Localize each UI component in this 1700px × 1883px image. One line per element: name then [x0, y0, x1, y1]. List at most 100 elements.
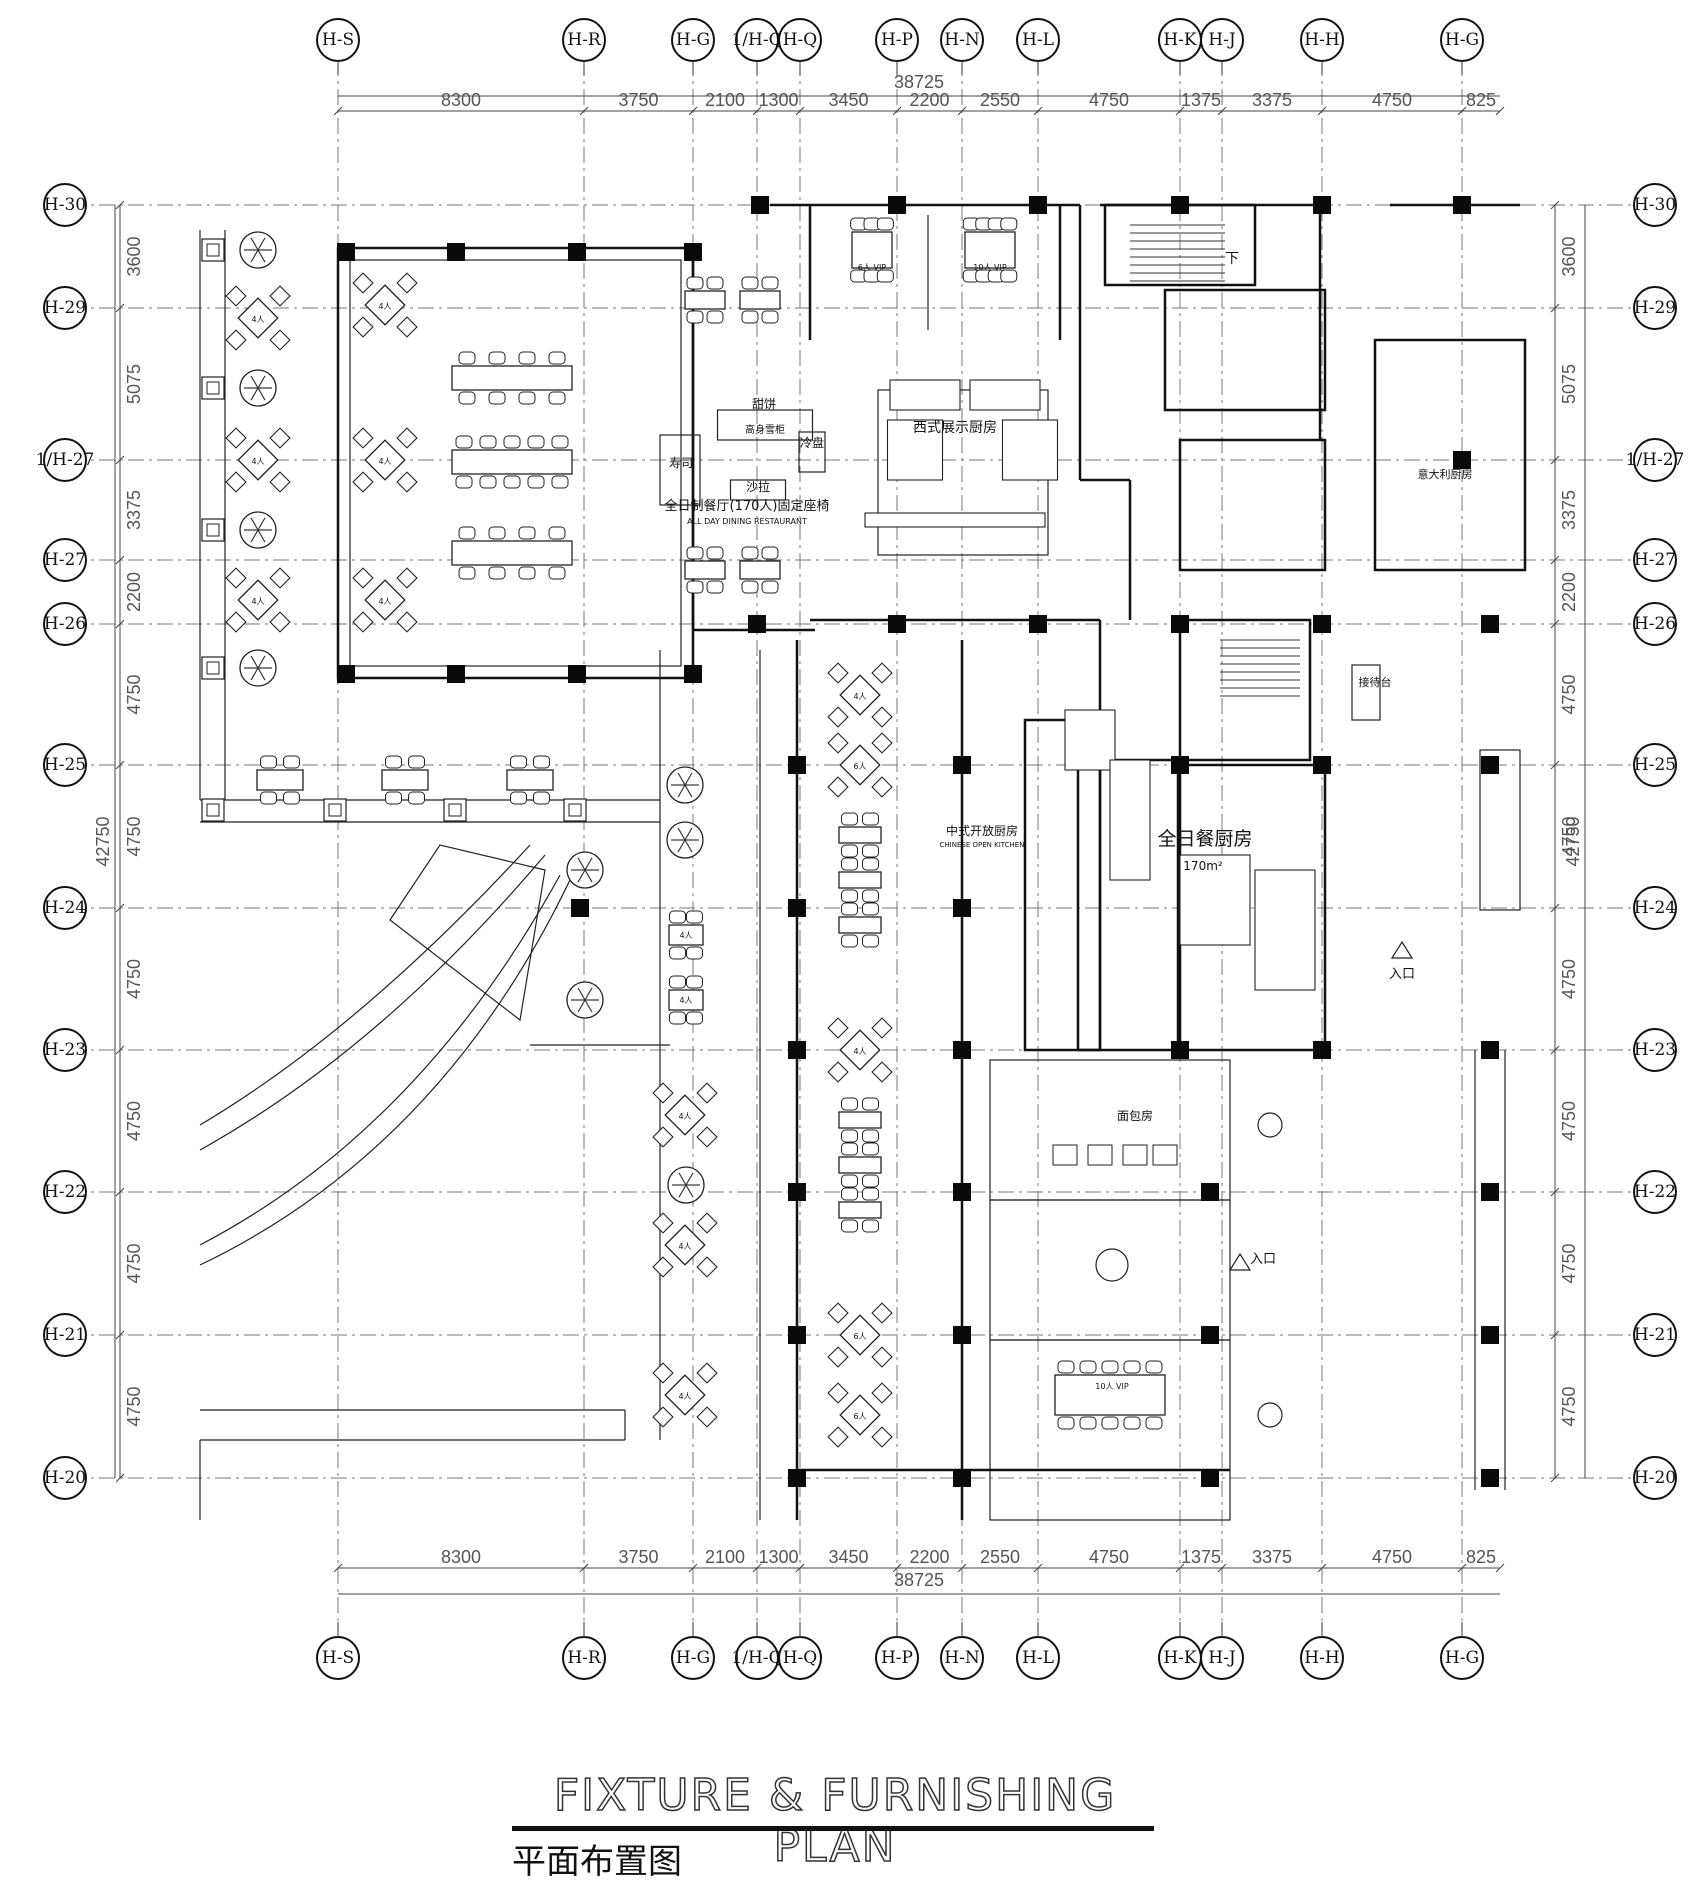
structural-column [953, 1469, 971, 1487]
kitchen-equipment [1001, 419, 1059, 481]
dim-segment-vertical: 4750 [1559, 816, 1579, 856]
entrance-arrow-icon [1390, 940, 1414, 959]
kitchen-equipment [1064, 709, 1116, 771]
dim-segment-horizontal: 3750 [618, 90, 658, 110]
dim-tick [1217, 1563, 1227, 1573]
dim-segment-horizontal: 825 [1466, 1547, 1496, 1567]
terrace-pier [443, 798, 467, 822]
dim-tick [1457, 1563, 1467, 1573]
dim-segment-horizontal: 3750 [618, 1547, 658, 1567]
label-vip-10b: 10人 VIP [1095, 1382, 1129, 1391]
grid-bubble-col-top: H-R [562, 18, 606, 62]
structural-column [447, 243, 465, 261]
svg-text:H-L: H-L [1022, 1648, 1054, 1668]
structural-column [748, 615, 766, 633]
svg-text:H-30: H-30 [44, 195, 86, 215]
svg-text:H-22: H-22 [44, 1182, 86, 1202]
dim-tick [795, 106, 805, 116]
grid-bubble-col-bottom: H-K [1158, 1636, 1202, 1680]
terrace-pier [201, 518, 225, 542]
structural-column [788, 1326, 806, 1344]
rect-table [1054, 1360, 1166, 1430]
structural-column [1029, 196, 1047, 214]
rect-table [838, 1187, 882, 1233]
rect-table [256, 755, 304, 805]
svg-text:H-R: H-R [567, 30, 602, 50]
dim-segment-vertical: 4750 [124, 1386, 144, 1426]
seat-count-label: 4人 [679, 931, 692, 940]
grid-bubble-row-right: H-25 [1633, 743, 1677, 787]
dim-segment-vertical: 4750 [1559, 674, 1579, 714]
planter [239, 649, 277, 687]
dim-tick [957, 1563, 967, 1573]
svg-text:1/H-27: 1/H-27 [36, 450, 95, 470]
structural-column [568, 243, 586, 261]
grid-bubble-row-right: 1/H-27 [1626, 438, 1685, 482]
structural-column [1313, 1041, 1331, 1059]
label-all-day-kitchen: 全日餐厨房 [1157, 828, 1252, 850]
dim-tick [1175, 106, 1185, 116]
dim-tick [1550, 1473, 1560, 1483]
four-seat-table: 4人 [827, 1017, 893, 1083]
dim-tick [892, 1563, 902, 1573]
svg-text:1/H-27: 1/H-27 [1626, 450, 1685, 470]
dim-segment-horizontal: 3450 [828, 90, 868, 110]
four-seat-table: 6人 [827, 732, 893, 798]
rect-table [838, 857, 882, 903]
dim-tick [688, 106, 698, 116]
dim-tick [115, 1045, 125, 1055]
terrace-pier [201, 238, 225, 262]
kitchen-equipment [886, 419, 944, 481]
planter [239, 231, 277, 269]
dim-tick [752, 1563, 762, 1573]
seat-count-label: 4人 [678, 1392, 691, 1401]
structural-column [1201, 1326, 1219, 1344]
seat-count-label: 4人 [251, 597, 264, 606]
svg-text:H-24: H-24 [1634, 898, 1676, 918]
seat-count-label: 4人 [251, 457, 264, 466]
svg-text:H-27: H-27 [44, 550, 86, 570]
dim-overall-horizontal: 38725 [894, 72, 944, 92]
seat-count-label: 4人 [678, 1112, 691, 1121]
buffet-counter [798, 431, 826, 473]
label-all-day-dining-en: ALL DAY DINING RESTAURANT [687, 517, 807, 526]
dim-tick [115, 200, 125, 210]
dim-tick [115, 555, 125, 565]
grid-bubble-col-top: H-J [1200, 18, 1244, 62]
structural-column [447, 665, 465, 683]
structural-column [788, 1469, 806, 1487]
svg-text:H-20: H-20 [44, 1468, 86, 1488]
svg-text:H-G: H-G [676, 30, 710, 50]
four-seat-table: 4人 [352, 272, 418, 338]
four-seat-table: 4人 [652, 1212, 718, 1278]
dim-segment-horizontal: 8300 [441, 1547, 481, 1567]
buffet-counter [659, 434, 701, 506]
kitchen-equipment [1179, 854, 1251, 946]
rect-table [451, 435, 573, 489]
terrace-pier [563, 798, 587, 822]
structural-column [1481, 1183, 1499, 1201]
dim-segment-vertical: 4750 [124, 1243, 144, 1283]
dim-segment-vertical: 4750 [124, 959, 144, 999]
svg-text:H-Q: H-Q [783, 1648, 818, 1668]
structural-column [788, 899, 806, 917]
structural-column [1201, 1183, 1219, 1201]
svg-text:H-S: H-S [322, 1648, 354, 1668]
dim-tick [1033, 106, 1043, 116]
plan-title-chinese: 平面布置图 [512, 1842, 682, 1882]
svg-text:1/H-Q: 1/H-Q [731, 30, 782, 50]
label-chinese-kitchen: 中式开放厨房 [946, 823, 1018, 838]
rect-table [739, 546, 781, 594]
dim-tick [892, 106, 902, 116]
grid-bubble-col-bottom: H-Q [778, 1636, 822, 1680]
rect-table [838, 902, 882, 948]
rect-table [381, 755, 429, 805]
dim-segment-vertical: 4750 [124, 1101, 144, 1141]
svg-text:H-P: H-P [881, 1648, 913, 1668]
dim-tick [115, 1187, 125, 1197]
svg-text:H-25: H-25 [44, 755, 86, 775]
dim-tick [1550, 555, 1560, 565]
entrance-arrow-icon [1228, 1252, 1252, 1271]
grid-bubble-row-left: H-25 [43, 743, 87, 787]
